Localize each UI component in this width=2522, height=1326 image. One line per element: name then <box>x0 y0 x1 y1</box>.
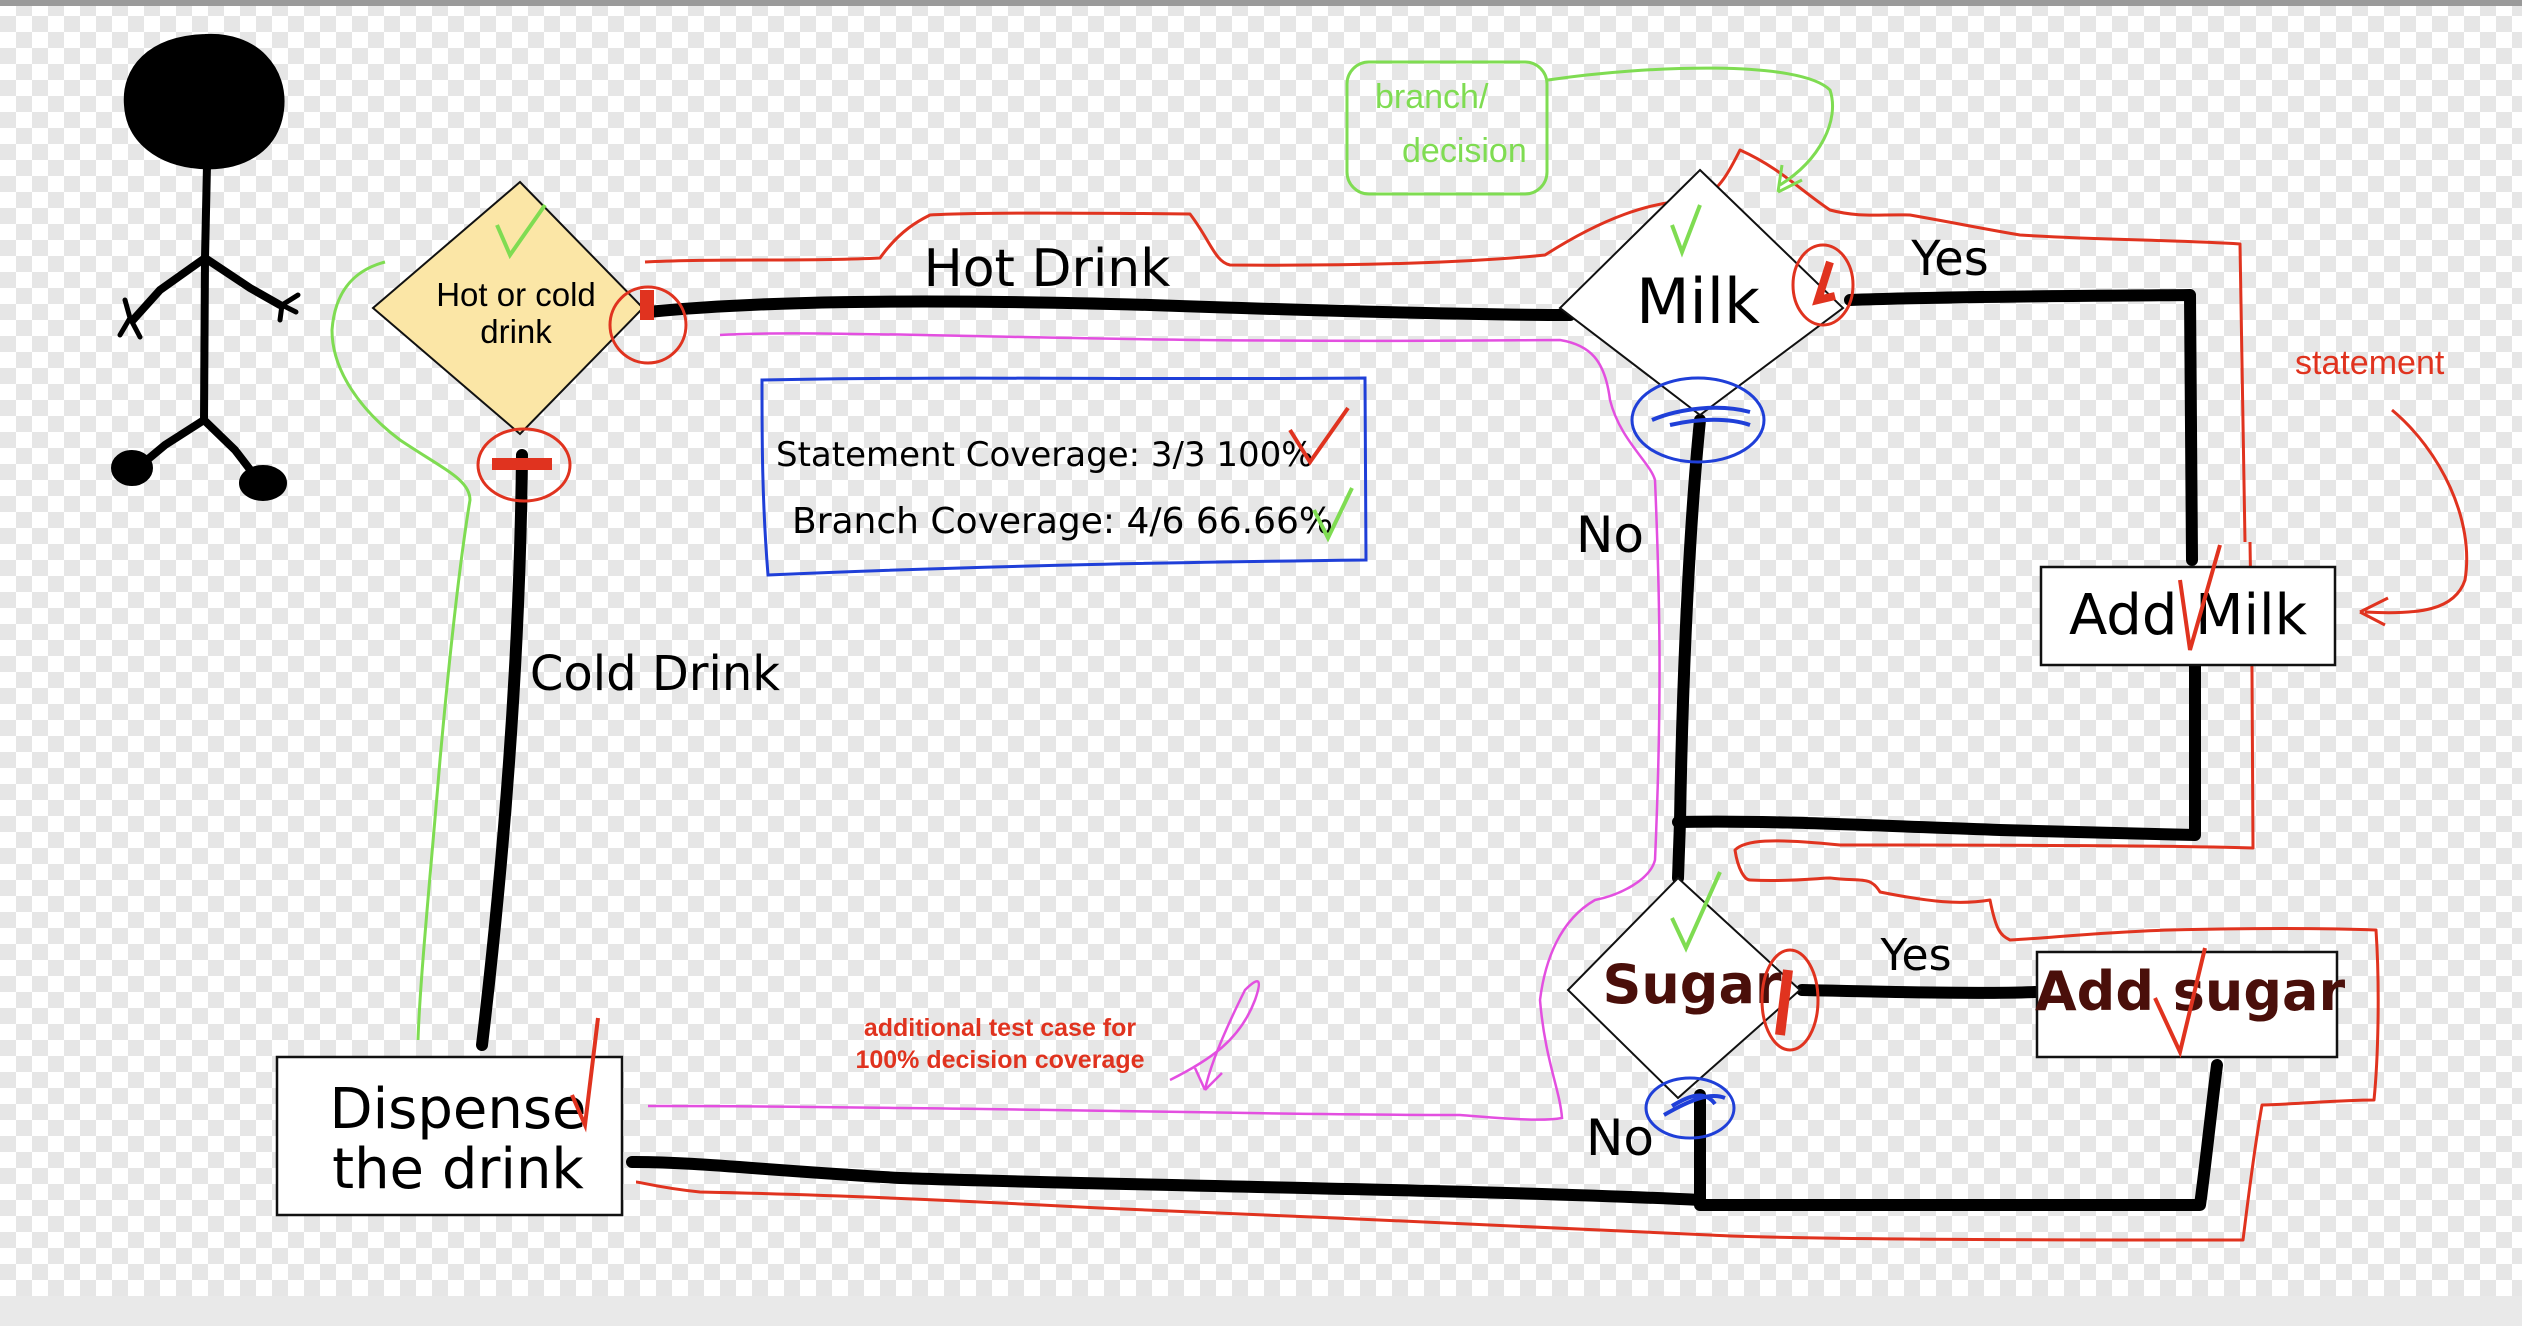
edge-hot-drink-line <box>642 295 1576 321</box>
statement-annotation-text: statement <box>2295 344 2445 382</box>
dispense-statement: Dispense the drink <box>275 1055 624 1217</box>
milk-decision: Milk <box>1558 168 1845 417</box>
uncovered-branch-marker-icon <box>1630 376 1766 464</box>
arrowhead-icon <box>2359 596 2389 627</box>
checkmark-icon <box>1312 487 1354 543</box>
dispense-label-line1: Dispense <box>330 1077 587 1142</box>
flow-lines <box>476 289 2223 1211</box>
edge-milk-no-line <box>1672 414 1706 884</box>
uncovered-branch-marker-icon <box>1644 1076 1736 1140</box>
edge-sugar-no-label: No <box>1586 1109 1654 1167</box>
sugar-label: Sugar <box>1602 953 1781 1016</box>
edge-milk-yes-label: Yes <box>1910 231 1988 287</box>
dispense-checkmark-icon <box>570 1017 600 1133</box>
sugar-checkmark-icon <box>1670 871 1722 953</box>
top-border <box>0 0 2522 6</box>
edge-addmilk-down-line <box>1672 659 2201 841</box>
additional-test-case-annotation: additional test case for 100% decision c… <box>855 1014 1144 1074</box>
add-milk-checkmark-icon <box>2178 544 2222 651</box>
decision-diamond-shape <box>1558 168 1845 417</box>
branch-coverage-text: Branch Coverage: 4/6 66.66% <box>792 501 1333 542</box>
decision-diamond-shape <box>1566 876 1802 1100</box>
hot-or-cold-checkmark-icon <box>495 203 547 260</box>
add-sugar-checkmark-icon <box>2153 947 2207 1059</box>
test-path-1 <box>635 148 2380 1242</box>
add-sugar-statement: Add sugar <box>2035 950 2345 1059</box>
edge-cold-drink-line <box>476 449 528 1051</box>
coverage-summary-box: Statement Coverage: 3/3 100% Branch Cove… <box>760 376 1368 577</box>
statement-coverage-text: Statement Coverage: 3/3 100% <box>776 435 1314 475</box>
edge-milk-yes-line <box>1844 289 2198 566</box>
milk-label: Milk <box>1636 265 1760 338</box>
branch-decision-text-line2: decision <box>1402 132 1527 170</box>
branch-decision-text-line1: branch/ <box>1375 78 1489 116</box>
hot-or-cold-decision: Hot or cold drink <box>371 180 645 436</box>
cold-drink-path <box>330 260 472 1041</box>
user-stick-figure-icon <box>111 33 301 501</box>
covered-branch-markers <box>476 243 1855 1052</box>
decision-diamond-shape <box>371 180 645 436</box>
covered-branch-marker-icon <box>1760 948 1820 1052</box>
covered-branch-marker-icon <box>608 285 688 365</box>
bottom-border <box>0 1296 2522 1326</box>
arrowhead-icon <box>1776 164 1803 194</box>
dispense-label-line2: the drink <box>332 1137 584 1202</box>
covered-branch-marker-icon <box>476 427 572 503</box>
uncovered-branch-markers <box>1630 376 1766 1140</box>
branch-decision-annotation: branch/ decision <box>1345 60 1835 196</box>
additional-test-text-line2: 100% decision coverage <box>855 1046 1144 1074</box>
checkmark-icon <box>1288 406 1350 466</box>
sugar-decision: Sugar <box>1566 876 1802 1100</box>
statement-annotation: statement <box>2295 344 2469 627</box>
edge-milk-no-label: No <box>1576 506 1644 564</box>
edge-sugar-yes-label: Yes <box>1879 930 1951 981</box>
milk-checkmark-icon <box>1670 204 1702 258</box>
test-path-2 <box>647 332 1661 1121</box>
edge-sugar-yes-line <box>1796 984 2041 999</box>
edge-addsugar-down-line <box>1694 1059 2223 1211</box>
hot-or-cold-label-line1: Hot or cold <box>436 276 596 313</box>
additional-test-text-line1: additional test case for <box>864 1014 1137 1042</box>
add-milk-statement: Add Milk <box>2039 565 2337 667</box>
edge-cold-drink-label: Cold Drink <box>530 646 780 702</box>
edge-to-dispense-line <box>626 1156 1706 1206</box>
covered-branch-marker-icon <box>1791 243 1855 327</box>
hot-or-cold-label-line2: drink <box>480 313 552 350</box>
edge-hot-drink-label: Hot Drink <box>924 239 1171 299</box>
